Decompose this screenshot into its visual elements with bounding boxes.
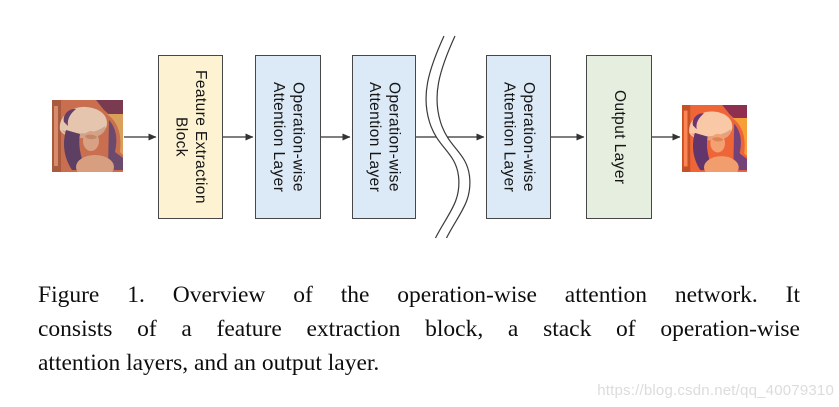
attention-layer-2-label: Operation-wise Attention Layer	[366, 81, 403, 193]
csdn-watermark: https://blog.csdn.net/qq_40079310	[597, 382, 834, 399]
output-image	[682, 105, 747, 172]
attention-layer-1: Operation-wise Attention Layer	[255, 55, 321, 219]
figure-caption: Figure 1. Overview of the operation-wise…	[38, 278, 800, 380]
break-mark-icon	[425, 35, 471, 239]
attention-layer-3-label: Operation-wise Attention Layer	[500, 81, 538, 193]
break-mark-fill	[425, 36, 470, 238]
attention-layer-1-label: Operation-wise Attention Layer	[270, 81, 307, 193]
attention-layer-3: Operation-wise Attention Layer	[486, 55, 551, 219]
input-image	[52, 100, 123, 172]
feature-extraction-block-label: Feature Extraction Block	[172, 70, 210, 204]
attention-layer-2: Operation-wise Attention Layer	[352, 55, 416, 219]
caption-line-1: Figure 1. Overview of the operation-wise…	[38, 282, 800, 308]
feature-extraction-block: Feature Extraction Block	[158, 55, 223, 219]
output-layer-label: Output Layer	[610, 89, 628, 185]
output-layer-block: Output Layer	[586, 55, 652, 219]
caption-line-3: attention layers, and an output layer.	[38, 350, 380, 376]
caption-line-2: consists of a feature extraction block, …	[38, 316, 800, 342]
